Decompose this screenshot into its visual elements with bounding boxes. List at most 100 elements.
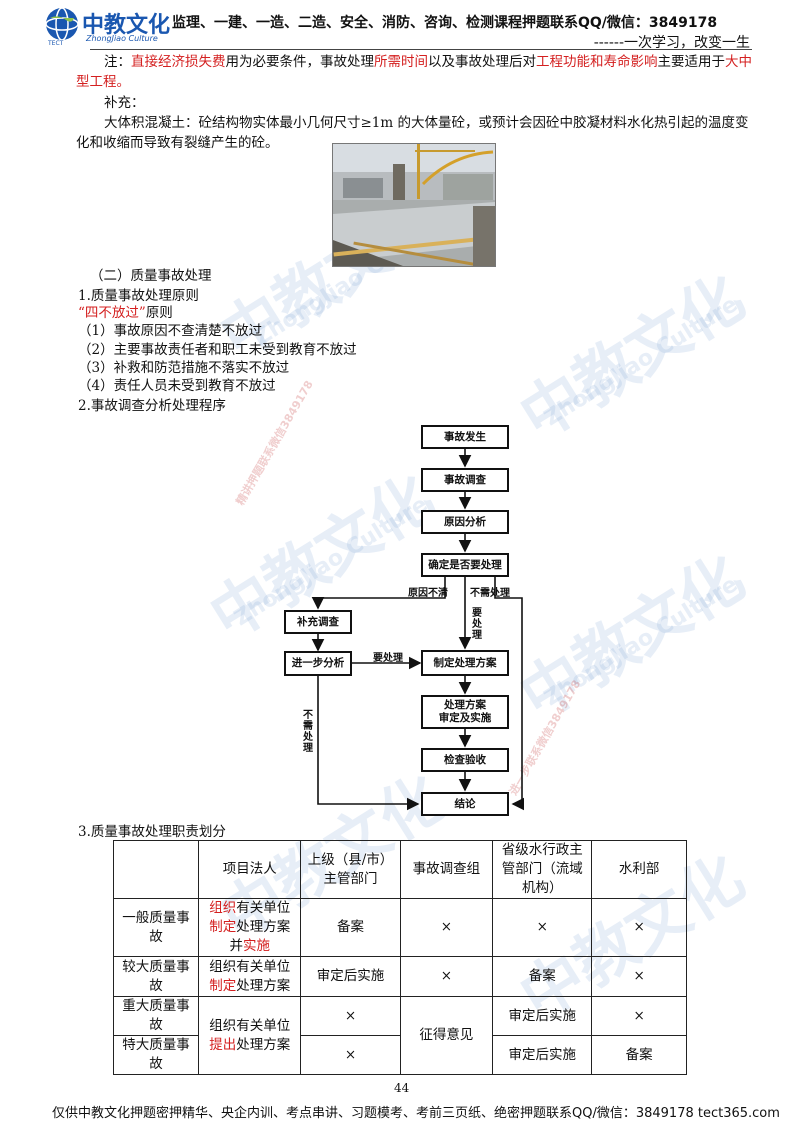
table-row: 较大质量事故 组织有关单位 制定处理方案 审定后实施 × 备案 × [113, 956, 687, 997]
table-cell: × [591, 898, 687, 957]
note-prefix: 注： [104, 54, 131, 70]
table-row: 特大质量事故 × 审定后实施 备案 [113, 1035, 687, 1075]
concrete-construction-photo [332, 143, 496, 267]
table-cell: 审定后实施 [492, 1035, 593, 1075]
subsection-3-title: 3.质量事故处理职责划分 [78, 824, 226, 840]
table-header-row: 项目法人 上级（县/市）主管部门 事故调查组 省级水行政主管部门（流域机构） 水… [113, 840, 687, 899]
table-cell-text: 组织有关单位 [209, 1017, 291, 1034]
table-cell: 征得意见 [399, 996, 494, 1075]
principle-line: “四不放过”原则 [78, 303, 173, 323]
principle-item-4: （4）责任人员未受到教育不放过 [78, 378, 276, 394]
note-red-1: 直接经济损失费 [131, 54, 226, 70]
table-header-cell [113, 840, 199, 899]
note-red-3: 工程功能和寿命影响 [536, 54, 658, 70]
flow-node-investigate: 事故调查 [421, 468, 509, 492]
flow-node-implement-line2: 审定及实施 [438, 712, 492, 724]
flowchart-connectors [311, 448, 525, 811]
header-title: 监理、一建、一造、二造、安全、消防、咨询、检测课程押题联系QQ/微信：38491… [172, 15, 718, 31]
table-cell-text: 并 [229, 938, 243, 954]
logo-text-en: ZhongJiao Culture [86, 34, 158, 43]
subsection-2-title: 2.事故调查分析处理程序 [78, 398, 226, 414]
table-cell: 备案 [300, 898, 401, 957]
note-text-2: 用为必要条件，事故处理 [225, 54, 375, 70]
table-cell-text: 有关单位 [236, 900, 291, 916]
page-number: 44 [394, 1081, 410, 1095]
table-cell-text: 处理方案 [236, 977, 291, 994]
section-heading: （二）质量事故处理 [90, 268, 212, 284]
table-cell: 较大质量事故 [113, 956, 199, 997]
flow-node-analyze: 原因分析 [421, 510, 509, 534]
flow-label-no-need: 不需处理 [470, 588, 510, 599]
flow-node-supplement: 补充调查 [284, 610, 352, 634]
watermark-en-2: ZhongJiao Culture [540, 291, 743, 432]
table-cell: × [591, 956, 687, 997]
table-cell-red: 组织 [209, 900, 237, 916]
table-cell: 备案 [591, 1035, 687, 1075]
flow-node-occur: 事故发生 [421, 425, 509, 449]
flow-node-conclude: 结论 [421, 792, 509, 816]
table-cell: 审定后实施 [300, 956, 401, 997]
table-header-cell: 项目法人 [197, 840, 302, 899]
flow-node-implement: 处理方案 审定及实施 [421, 695, 509, 729]
table-cell: × [492, 898, 593, 957]
subsection-1-title: 1.质量事故处理原则 [78, 288, 199, 304]
principle-item-3: （3）补救和防范措施不落实不放过 [78, 360, 290, 376]
table-cell: 特大质量事故 [113, 1035, 199, 1075]
supplement-text: 大体积混凝土：砼结构物实体最小几何尺寸≥1m 的大体量砼，或预计会因砼中胶凝材料… [76, 115, 749, 151]
supplement-label: 补充： [104, 95, 145, 111]
table-cell: × [399, 956, 494, 997]
table-cell: 组织有关单位 制定处理方案 [197, 956, 302, 997]
table-cell-red: 制定 [209, 977, 237, 994]
flow-label-need-vertical: 要处理 [472, 608, 482, 641]
header-slogan: ------一次学习，改变一生 [593, 35, 750, 51]
table-cell: × [300, 996, 401, 1036]
note-text-4: 主要适用于 [657, 54, 726, 70]
flow-node-decide: 确定是否要处理 [421, 553, 509, 577]
flow-label-unclear: 原因不清 [408, 588, 448, 599]
globe-logo-icon [45, 7, 79, 41]
note-text-3: 以及事故处理后对 [428, 54, 536, 70]
responsibility-table: 项目法人 上级（县/市）主管部门 事故调查组 省级水行政主管部门（流域机构） 水… [113, 840, 687, 1075]
table-row: 一般质量事故 组织有关单位 制定处理方案 并实施 备案 × × × [113, 898, 687, 957]
table-cell-red: 实施 [242, 938, 270, 954]
table-cell-text: 组织有关单位 [209, 958, 291, 975]
note-red-2: 所需时间 [374, 54, 428, 70]
principle-name: “四不放过” [78, 305, 146, 321]
table-header-cell: 水利部 [591, 840, 687, 899]
table-cell-red: 制定 [209, 919, 237, 935]
table-cell: 组织有关单位 制定处理方案 并实施 [197, 898, 302, 957]
table-cell: × [300, 1035, 401, 1075]
flow-node-further: 进一步分析 [284, 651, 352, 676]
table-cell-text: 处理方案 [236, 919, 291, 935]
table-cell: 备案 [492, 956, 593, 997]
flow-node-inspect: 检查验收 [421, 748, 509, 772]
table-cell: 组织有关单位 提出处理方案 [197, 996, 302, 1075]
table-cell-red: 提出 [209, 1036, 237, 1053]
note-red-4b: 型工程。 [76, 74, 130, 90]
table-cell: × [399, 898, 494, 957]
flow-label-need-horizontal: 要处理 [373, 653, 403, 664]
accident-procedure-flowchart: 事故发生 事故调查 原因分析 确定是否要处理 补充调查 进一步分析 制定处理方案… [280, 418, 540, 818]
table-cell-text: 处理方案 [236, 1036, 291, 1053]
table-cell: × [591, 996, 687, 1036]
logo-text-cn: 中教文化 [82, 13, 171, 38]
header-divider [90, 49, 752, 50]
watermark-en-4: ZhongJiao Culture [540, 571, 743, 712]
table-cell: 重大质量事故 [113, 996, 199, 1036]
principle-item-1: （1）事故原因不查清楚不放过 [78, 323, 263, 339]
table-header-cell: 省级水行政主管部门（流域机构） [492, 840, 593, 899]
table-row: 重大质量事故 组织有关单位 提出处理方案 × 征得意见 审定后实施 × [113, 996, 687, 1075]
table-cell: 审定后实施 [492, 996, 593, 1036]
flow-label-no-need-vertical: 不需处理 [303, 710, 313, 754]
flow-node-implement-line1: 处理方案 [444, 699, 486, 711]
table-header-cell: 事故调查组 [399, 840, 494, 899]
principle-suffix: 原则 [145, 305, 173, 321]
principle-item-2: （2）主要事故责任者和职工未受到教育不放过 [78, 342, 357, 358]
table-cell: 一般质量事故 [113, 898, 199, 957]
note-red-4a: 大中 [725, 54, 752, 70]
flow-node-plan: 制定处理方案 [421, 650, 509, 676]
note-paragraph: 注：直接经济损失费用为必要条件，事故处理所需时间以及事故处理后对工程功能和寿命影… [76, 52, 756, 92]
logo-text-tect: TECT [48, 40, 64, 47]
table-header-cell: 上级（县/市）主管部门 [300, 840, 401, 899]
footer-text: 仅供中教文化押题密押精华、央企内训、考点串讲、习题模考、考前三页纸、绝密押题联系… [52, 1106, 780, 1121]
